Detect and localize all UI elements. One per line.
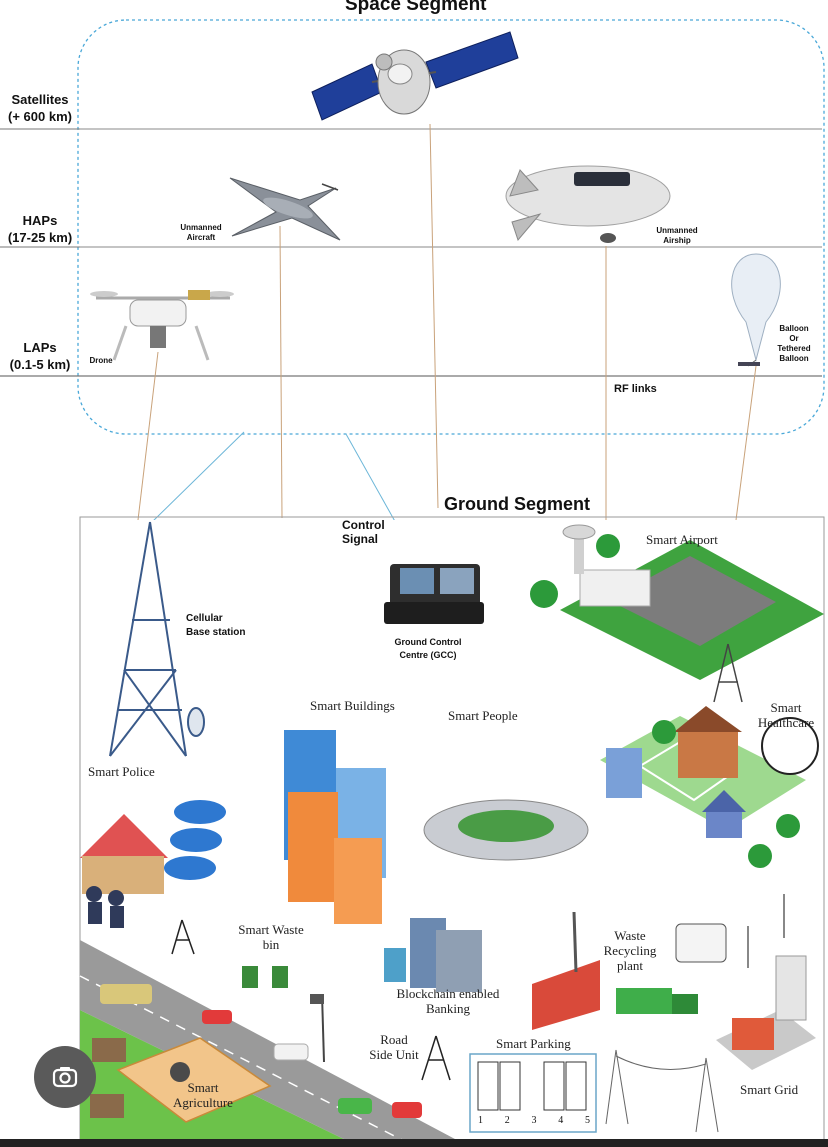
- car-icon: [273, 1043, 309, 1061]
- control-signal-link-tower: [153, 431, 245, 520]
- parking-slot-numbers: 1 2 3 4 5: [478, 1115, 590, 1126]
- ground-segment-scene: [79, 516, 825, 1147]
- ground-segment-title: Ground Segment: [444, 494, 591, 514]
- waste-bin-icon: [242, 966, 288, 988]
- control-signal-label: Control Signal: [342, 518, 385, 546]
- layer-label-laps: LAPs (0.1-5 km): [9, 340, 71, 372]
- rf-link-drone: [137, 351, 159, 520]
- smart-agriculture-icon: [90, 1037, 272, 1123]
- smart-grid-label: Smart Grid: [740, 1082, 799, 1097]
- airship-icon: [505, 165, 671, 243]
- cellular-base-station-label: Cellular Base station: [186, 613, 246, 638]
- street-lamp-icon: [310, 993, 325, 1063]
- smart-people-label: Smart People: [448, 708, 518, 723]
- layer-label-haps: HAPs (17-25 km): [7, 213, 73, 245]
- gcc-label: Ground Control Centre (GCC): [394, 637, 462, 660]
- unmanned-aircraft-icon: [229, 177, 341, 241]
- smart-police-icon: [80, 800, 226, 928]
- drone-label: Drone: [89, 356, 113, 365]
- blockchain-banking-label: Blockchain enabled Banking: [396, 986, 500, 1016]
- layer-label-satellites: Satellites (+ 600 km): [8, 92, 72, 124]
- smart-buildings-icon: [284, 730, 386, 924]
- balloon-label: Balloon Or Tethered Balloon: [777, 324, 811, 363]
- smart-agriculture-label: Smart Agriculture: [173, 1080, 233, 1110]
- bottom-bar: [0, 1139, 828, 1147]
- rf-link-balloon: [735, 365, 757, 520]
- smart-grid-icon: [716, 894, 816, 1070]
- road-center-line: [79, 975, 417, 1147]
- lens-icon: [52, 1067, 78, 1088]
- road-side-unit-label: Road Side Unit: [369, 1032, 419, 1062]
- parking-slot-1: 1: [478, 1115, 483, 1126]
- car-icon: [202, 1010, 232, 1024]
- parking-slot-2: 2: [504, 1115, 510, 1126]
- car-icon: [338, 1098, 372, 1114]
- parking-slot-3: 3: [531, 1115, 537, 1126]
- unmanned-aircraft-label: Unmanned Aircraft: [180, 223, 222, 242]
- smart-airport-label: Smart Airport: [646, 532, 718, 547]
- space-segment-frame: [0, 19, 825, 520]
- smart-airport-icon: [530, 524, 824, 680]
- smart-buildings-label: Smart Buildings: [310, 698, 395, 713]
- rf-link-aircraft: [279, 225, 283, 519]
- space-segment-title: Space Segment: [345, 0, 487, 15]
- stadium-icon: [423, 799, 589, 861]
- car-icon: [100, 984, 152, 1004]
- unmanned-airship-label: Unmanned Airship: [656, 226, 698, 245]
- satellite-icon: [311, 31, 519, 121]
- parking-slot-5: 5: [585, 1115, 590, 1126]
- blockchain-banking-icon: [384, 918, 482, 992]
- space-dashed-boundary: [77, 19, 825, 435]
- power-line-icon: [605, 1049, 719, 1133]
- rf-links-label: RF links: [614, 383, 657, 395]
- balloon-icon: [731, 253, 781, 367]
- lens-button[interactable]: [34, 1046, 96, 1108]
- control-signal-link-gcc: [345, 433, 395, 520]
- smart-parking-label: Smart Parking: [496, 1036, 571, 1051]
- drone-icon: [90, 290, 234, 361]
- road: [80, 940, 470, 1147]
- smart-parking-lot: [469, 1053, 597, 1133]
- road-side-unit-icon: [421, 1035, 451, 1081]
- waste-recycling-label: Waste Recycling plant: [603, 928, 657, 973]
- healthcare-antenna-icon: [713, 643, 743, 703]
- smart-waste-bin-label: Smart Waste bin: [238, 922, 304, 952]
- waste-recycling-icon: [532, 911, 727, 1030]
- cellular-tower-icon: [109, 521, 205, 757]
- parking-slot-4: 4: [558, 1115, 564, 1126]
- rf-link-satellite: [429, 123, 439, 509]
- antenna-icon: [171, 919, 195, 955]
- smart-healthcare-label: Smart Healthcare: [757, 700, 815, 730]
- gcc-case-icon: [384, 564, 484, 624]
- smart-healthcare-icon: [600, 706, 819, 868]
- car-icon: [392, 1102, 422, 1118]
- smart-police-label: Smart Police: [88, 764, 155, 779]
